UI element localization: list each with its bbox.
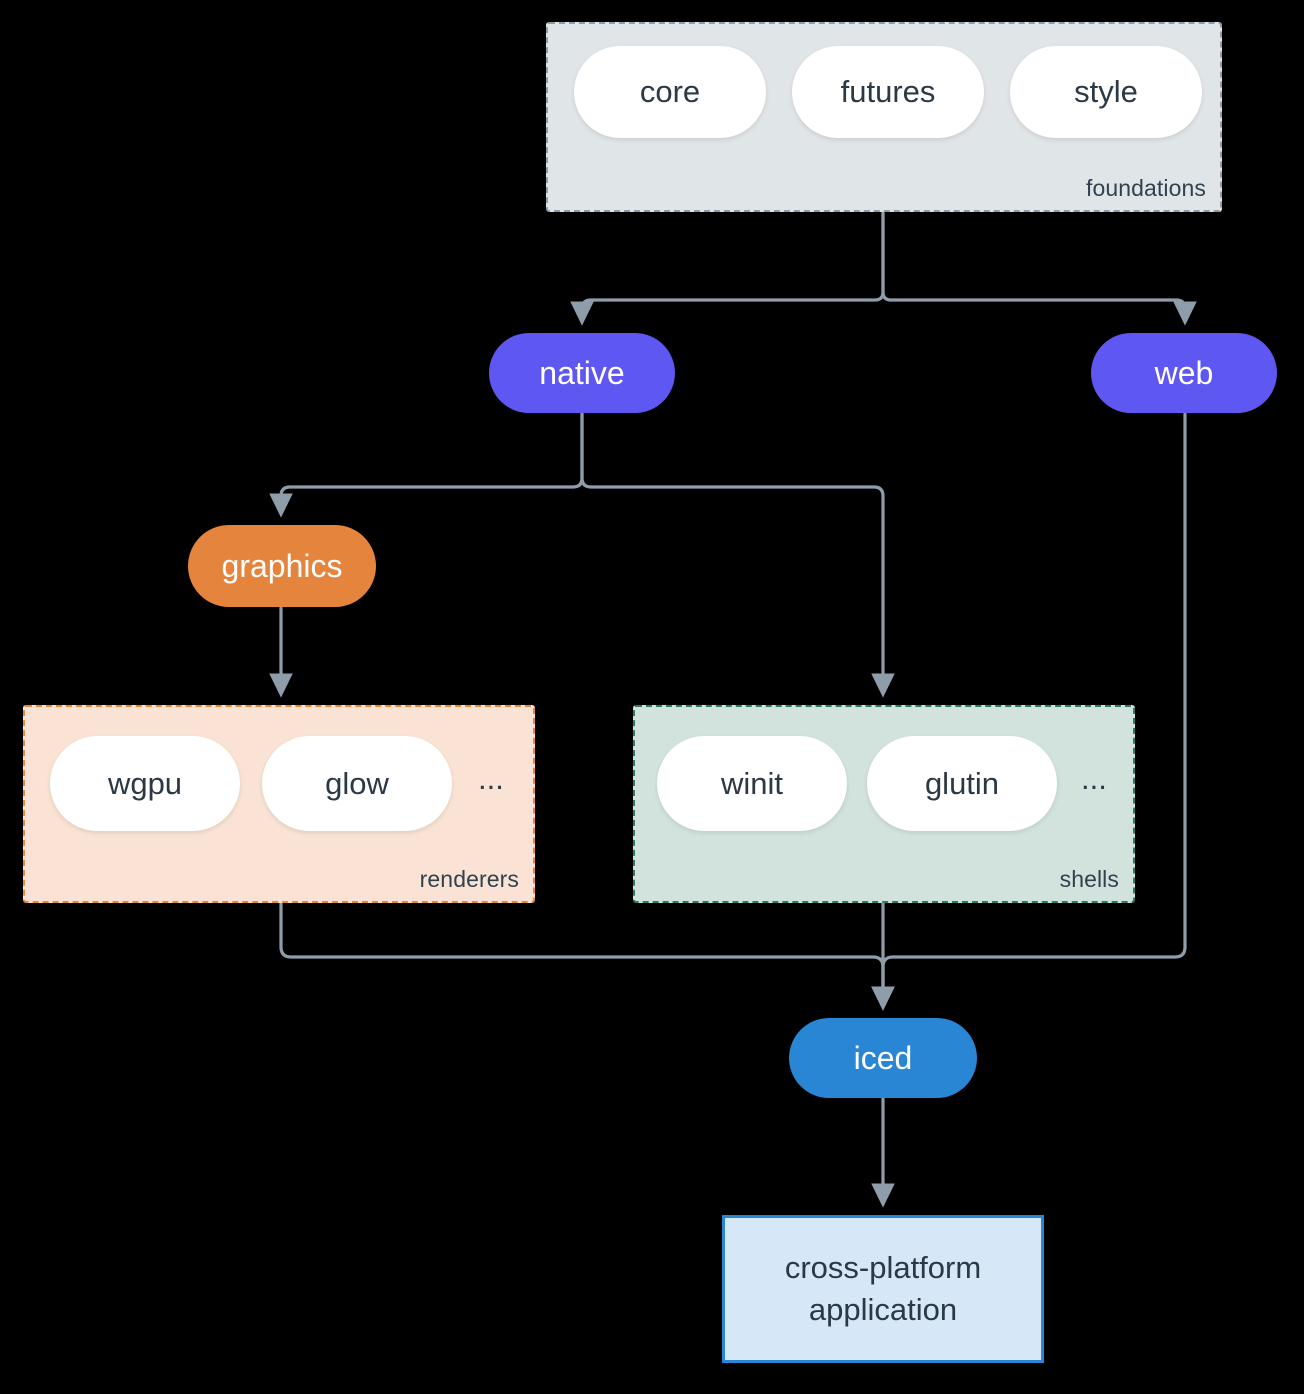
cluster-renderers[interactable]: wgpu glow ... renderers (23, 705, 535, 903)
shells-ellipsis: ... (1081, 761, 1107, 796)
cluster-shells[interactable]: winit glutin ... shells (633, 705, 1135, 903)
cluster-renderers-label: renderers (419, 866, 519, 892)
application-line-1: cross-platform (784, 1250, 982, 1286)
node-style[interactable]: style (1010, 46, 1202, 138)
cluster-foundations-items: core futures style (574, 46, 1202, 138)
node-iced[interactable]: iced (789, 1018, 977, 1098)
node-web[interactable]: web (1091, 333, 1277, 413)
node-glutin[interactable]: glutin (867, 736, 1057, 831)
node-wgpu[interactable]: wgpu (50, 736, 240, 831)
node-futures[interactable]: futures (792, 46, 984, 138)
cluster-foundations[interactable]: core futures style foundations (546, 22, 1222, 212)
node-cross-platform-application[interactable]: cross-platform application (722, 1215, 1044, 1363)
node-glow[interactable]: glow (262, 736, 452, 831)
node-graphics[interactable]: graphics (188, 525, 376, 607)
cluster-foundations-label: foundations (1085, 175, 1206, 201)
cluster-shells-label: shells (1059, 866, 1119, 892)
node-winit[interactable]: winit (657, 736, 847, 831)
node-core[interactable]: core (574, 46, 766, 138)
cluster-renderers-items: wgpu glow ... (50, 736, 504, 831)
application-line-2: application (808, 1292, 958, 1327)
cluster-shells-items: winit glutin ... (657, 736, 1107, 831)
renderers-ellipsis: ... (478, 761, 504, 796)
node-native[interactable]: native (489, 333, 675, 413)
